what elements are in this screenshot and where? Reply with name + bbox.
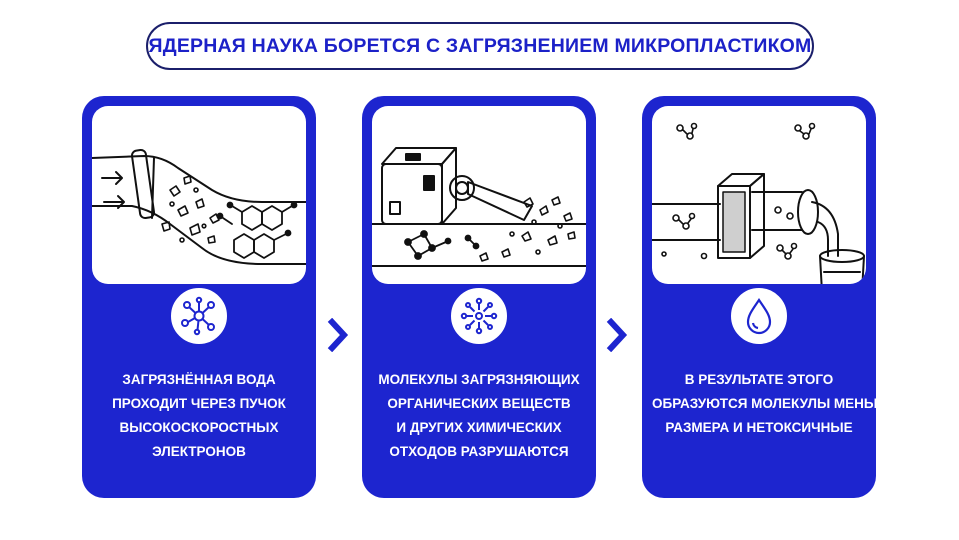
step-text-line: РАЗМЕРА И НЕТОКСИЧНЫЕ [665,420,853,435]
step-text-2: МОЛЕКУЛЫ ЗАГРЯЗНЯЮЩИХ ОРГАНИЧЕСКИХ ВЕЩЕС… [372,368,586,464]
step-text-line: ЗАГРЯЗНЁННАЯ ВОДА [122,372,276,387]
page-title: ЯДЕРНАЯ НАУКА БОРЕТСЯ С ЗАГРЯЗНЕНИЕМ МИК… [146,22,814,70]
step-text-line: И ДРУГИХ ХИМИЧЕСКИХ [396,420,562,435]
breaking-molecule-icon [449,286,509,346]
step-text-line: ВЫСОКОСКОРОСТНЫХ [119,420,279,435]
step-text-line: ОБРАЗУЮТСЯ МОЛЕКУЛЫ МЕНЬШЕГО [652,396,915,411]
step-text-line: ОТХОДОВ РАЗРУШАЮТСЯ [389,444,569,459]
pipe-with-pollutants-icon [92,106,306,284]
water-drop-icon [729,286,789,346]
step-text-3: В РЕЗУЛЬТАТЕ ЭТОГО ОБРАЗУЮТСЯ МОЛЕКУЛЫ М… [652,368,915,440]
step-text-line: В РЕЗУЛЬТАТЕ ЭТОГО [684,372,834,387]
step-text-line: МОЛЕКУЛЫ ЗАГРЯЗНЯЮЩИХ [378,372,580,387]
step-card-3: В РЕЗУЛЬТАТЕ ЭТОГО ОБРАЗУЮТСЯ МОЛЕКУЛЫ М… [642,96,915,498]
step-text-line: ПРОХОДИТ ЧЕРЕЗ ПУЧОК [112,396,286,411]
step-text-line: ОРГАНИЧЕСКИХ ВЕЩЕСТВ [387,396,571,411]
step-text-1: ЗАГРЯЗНЁННАЯ ВОДА ПРОХОДИТ ЧЕРЕЗ ПУЧОК В… [92,368,306,464]
step-text-line: ЭЛЕКТРОНОВ [152,444,246,459]
chevron-right-icon [327,318,349,352]
electron-beam-accelerator-icon [372,106,586,284]
chevron-right-icon [606,318,628,352]
filter-and-clean-water-icon [652,106,866,284]
step-card-2: МОЛЕКУЛЫ ЗАГРЯЗНЯЮЩИХ ОРГАНИЧЕСКИХ ВЕЩЕС… [362,96,596,498]
molecule-icon [169,286,229,346]
step-card-1: ЗАГРЯЗНЁННАЯ ВОДА ПРОХОДИТ ЧЕРЕЗ ПУЧОК В… [82,96,316,498]
